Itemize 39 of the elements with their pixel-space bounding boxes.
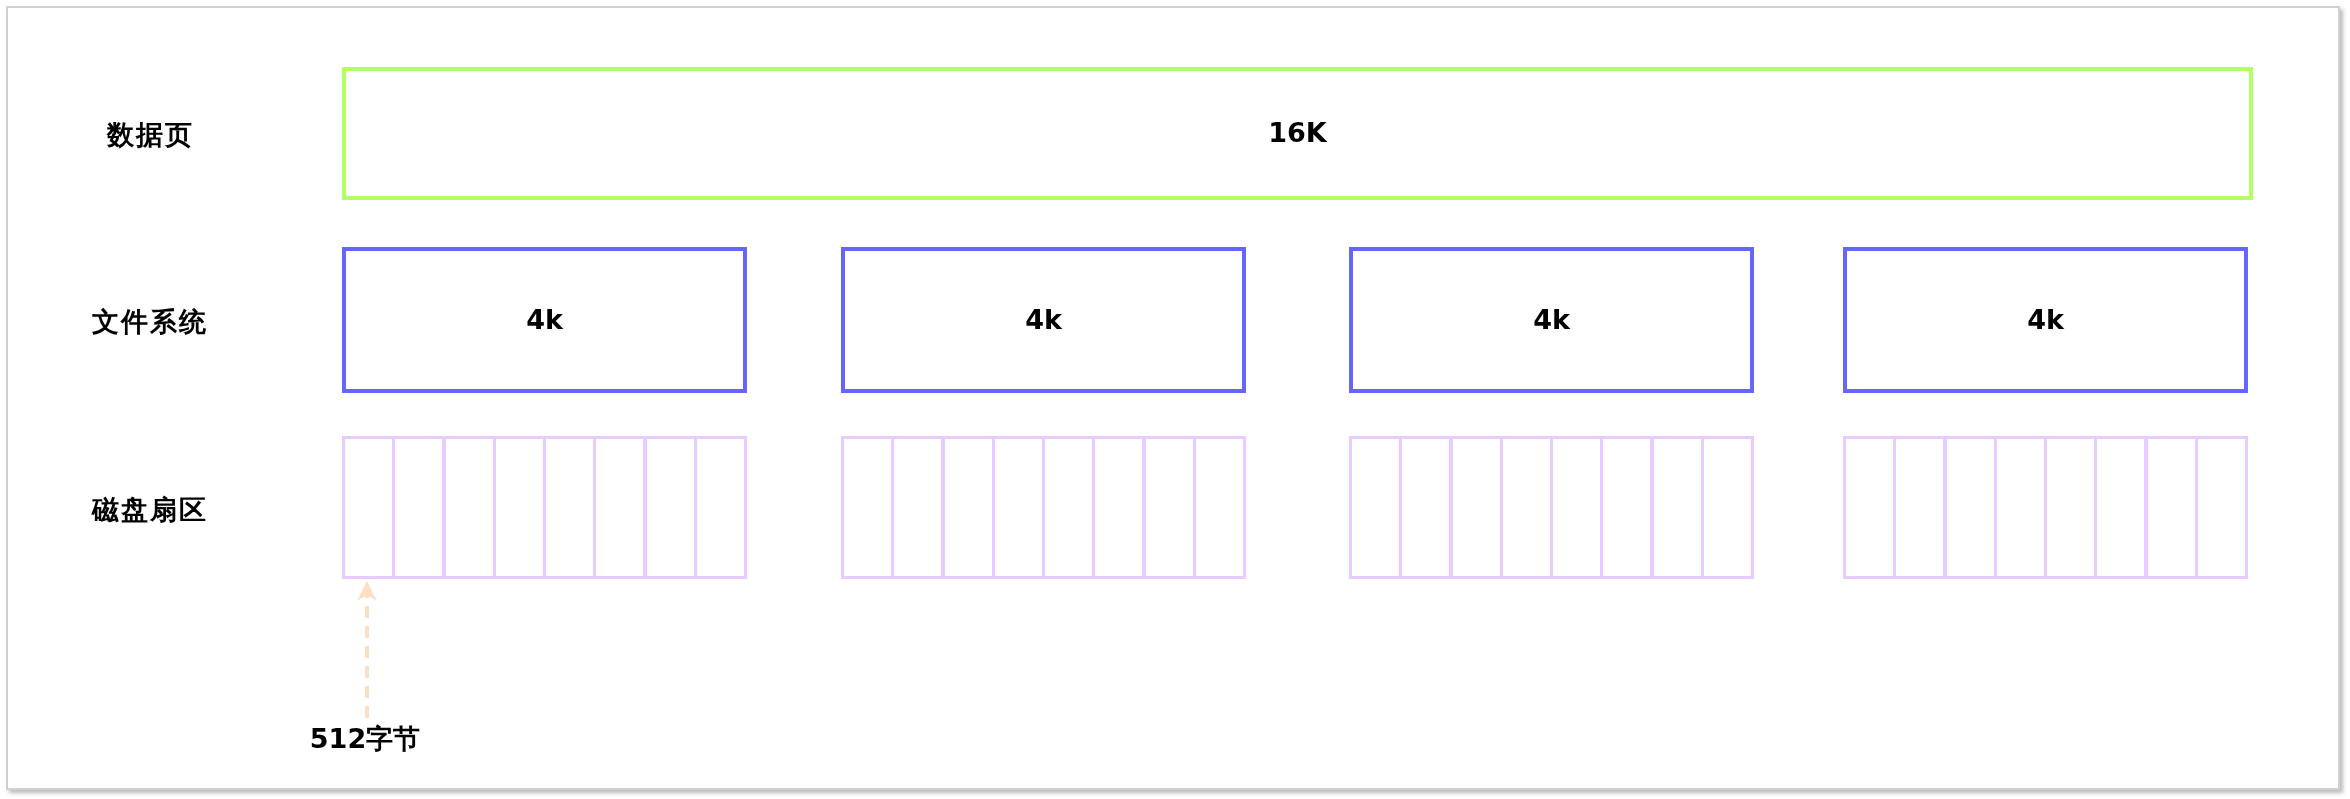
sector-cell (1449, 436, 1503, 579)
node-text: 4k (1533, 302, 1570, 337)
sector-cell (1399, 436, 1453, 579)
sector-cell (1042, 436, 1095, 579)
block-box (841, 247, 1246, 393)
block-box (342, 247, 747, 393)
node-text: 512字节 (309, 721, 421, 756)
sector-cell (543, 436, 596, 579)
sector-cell (1943, 436, 1997, 579)
sector-cell (1650, 436, 1704, 579)
sector-cell (1092, 436, 1146, 579)
block-box (1843, 247, 2248, 393)
sector-cell (2094, 436, 2148, 579)
sector-cell (2044, 436, 2097, 579)
sector-cell (442, 436, 496, 579)
dashed-arrow (357, 581, 377, 718)
sector-cell (392, 436, 446, 579)
row-label: 数据页 (106, 117, 194, 152)
page-box (342, 67, 2253, 200)
sector-cell (593, 436, 647, 579)
sector-cell (1600, 436, 1654, 579)
sector-cell (1550, 436, 1603, 579)
node-text: 4k (2027, 302, 2064, 337)
sector-cell (1893, 436, 1947, 579)
sector-cell (1349, 436, 1402, 579)
sector-cell (841, 436, 894, 579)
sector-cell (2144, 436, 2198, 579)
sector-cell (1142, 436, 1196, 579)
sector-cell (941, 436, 995, 579)
node-text: 4k (526, 302, 563, 337)
sector-cell (342, 436, 395, 579)
row-label: 磁盘扇区 (92, 492, 208, 527)
sector-cell (891, 436, 945, 579)
block-box (1349, 247, 1754, 393)
sector-cell (643, 436, 697, 579)
row-label: 文件系统 (92, 304, 208, 339)
sector-cell (1843, 436, 1896, 579)
node-text: 4k (1025, 302, 1062, 337)
node-text: 16K (1268, 116, 1327, 151)
